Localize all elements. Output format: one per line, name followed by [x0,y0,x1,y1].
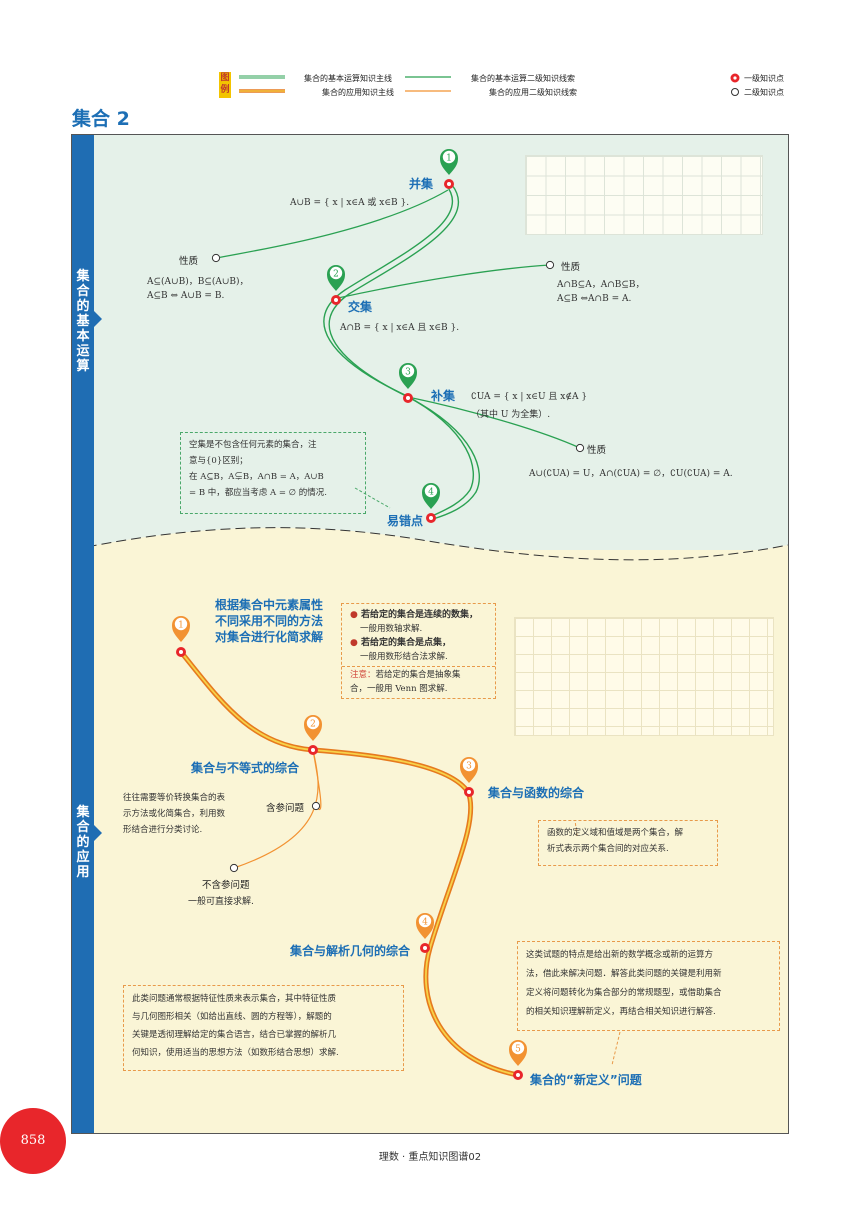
node-pitfall-title: 易错点 [387,514,424,528]
without-param-label: 不含参问题 [202,880,250,891]
pitfall-note-line: 在 A⊆B，A⊊B，A∩B = A，A∪B [189,472,324,482]
footer-text: 理数 · 重点知识图谱02 [378,1152,482,1163]
union-props-label: 性质 [179,256,199,267]
note-grid-bottom [514,617,774,736]
pin-intersection: 2 [327,265,345,305]
pitfall-note-box: 空集是不包含任何元素的集合，注 意与{0}区别； 在 A⊆B，A⊊B，A∩B =… [180,432,366,514]
legend-lines [239,75,451,93]
node-new-def-title: 集合的“新定义”问题 [530,1073,642,1087]
legend-level2: 二级知识点 [744,88,784,97]
node-intersection-title: 交集 [348,300,373,314]
node-complement-title: 补集 [431,389,456,403]
node-geometry-title: 集合与解析几何的综合 [290,944,411,958]
pin-geometry: 4 [416,913,434,953]
legend-main-basic: 集合的基本运算知识主线 [304,74,392,83]
tips-note-label: 注意： [350,670,376,680]
function-note-line: 函数的定义域和值域是两个集合，解 [547,828,684,838]
legend-main-app: 集合的应用知识主线 [322,88,394,97]
legend-second-basic: 集合的基本运算二级知识线索 [471,74,575,83]
svg-text:3: 3 [405,368,411,378]
geometry-note-line: 与几何图形相关（如给出直线、圆的方程等），解题的 [132,1012,332,1022]
tips-b1: 若给定的集合是连续的数集， [361,610,479,620]
inter-props-line2: A⊆B ⇔A∩B = A. [557,294,632,304]
inequality-note-line: 形结合进行分类讨论. [123,825,203,835]
without-param-note: 一般可直接求解. [188,897,254,907]
new-def-note-line: 这类试题的特点是给出新的数学概念或新的运算方 [526,950,714,960]
tips-note-text: 若给定的集合是抽象集 [375,670,461,680]
node-function-title: 集合与函数的综合 [488,786,585,800]
svg-text:1: 1 [446,154,452,164]
legend-markers [730,73,740,96]
note-grid-top [525,155,763,235]
pin-function: 3 [460,757,478,797]
svg-text:4: 4 [428,488,434,498]
pin-complement: 3 [399,363,417,403]
node-simplify-title: 根据集合中元素属性不同采用不同的方法对集合进行化简求解 [215,598,324,644]
page-title: 集合 2 [72,108,130,130]
geometry-note-line: 何知识，使用适当的思想方法（如数形结合思想）求解. [132,1048,339,1058]
inter-props-label: 性质 [561,262,581,273]
new-def-note-box: 这类试题的特点是给出新的数学概念或新的运算方 法，借此来解决问题．解答此类问题的… [517,941,780,1031]
sidebar-arrow-1 [94,311,102,327]
node-inequality-title: 集合与不等式的综合 [191,761,300,775]
sidebar-label-app: 集合的应用 [76,805,90,880]
pin-simplify: 1 [172,616,190,657]
wave-divider [72,527,788,585]
tips-b1-sub: 一般用数轴求解. [360,624,423,634]
inter-props-line1: A∩B⊆A，A∩B⊆B， [557,280,645,290]
node-union-formula: A∪B = { x | x∈A 或 x∈B }. [290,198,410,208]
geometry-note-line: 关键是透彻理解给定的集合语言，结合已掌握的解析几 [132,1030,337,1040]
svg-text:4: 4 [422,918,428,928]
new-def-note-line: 的相关知识理解新定义，再结合相关知识进行解答. [526,1007,716,1017]
page-number: 858 [0,1108,66,1174]
comp-props-line1: A∪(∁UA) = U，A∩(∁UA) = ∅，∁U(∁UA) = A. [529,469,733,479]
pin-union: 1 [440,149,458,189]
union-props-line2: A⊆B ⇔ A∪B = B. [147,291,225,301]
inequality-note-line: 示方法或化简集合，利用数 [123,809,226,819]
sidebar-arrow-2 [94,825,102,841]
with-param-label: 含参问题 [266,803,305,814]
tips-b2-sub: 一般用数形结合法求解. [360,652,448,662]
svg-text:2: 2 [333,270,339,280]
legend-tag: 图例 [219,72,231,98]
svg-text:5: 5 [515,1045,521,1055]
inequality-note: 往往需要等价转换集合的表 示方法或化简集合，利用数 形结合进行分类讨论. [123,790,263,838]
union-props-line1: A⊆(A∪B)，B⊆(A∪B)， [147,277,249,287]
sidebar-label-basic: 集合的基本运算 [76,269,90,374]
function-note-box: 函数的定义域和值域是两个集合，解 析式表示两个集合间的对应关系. [538,820,718,866]
geometry-note-line: 此类问题通常根据特征性质来表示集合，其中特征性质 [132,994,337,1004]
pitfall-note-line: = B 中，都应当考虑 A = ∅ 的情况. [189,488,327,498]
svg-text:3: 3 [466,762,472,772]
pin-inequality: 2 [304,715,322,755]
new-def-note-line: 法，借此来解决问题．解答此类问题的关键是利用新 [526,969,722,979]
pitfall-note-line: 空集是不包含任何元素的集合，注 [189,440,317,450]
pitfall-note-line: 意与{0}区别； [189,456,248,466]
legend-level1: 一级知识点 [744,74,784,83]
mind-map-frame: 集合的基本运算 集合的应用 [71,134,789,1134]
function-note-line: 析式表示两个集合间的对应关系. [547,844,669,854]
new-def-note-line: 定义将问题转化为集合部分的常规题型，或借助集合 [526,988,722,998]
node-complement-formula2: （其中 U 为全集）. [471,410,551,420]
pin-pitfall: 4 [422,483,440,523]
tips-b2: 若给定的集合是点集， [361,638,452,648]
node-intersection-formula: A∩B = { x | x∈A 且 x∈B }. [340,323,460,333]
svg-text:2: 2 [310,720,316,730]
geometry-note-box: 此类问题通常根据特征性质来表示集合，其中特征性质 与几何图形相关（如给出直线、圆… [123,985,404,1071]
tips-note-text2: 合，一般用 Venn 图求解. [350,684,448,694]
comp-props-label: 性质 [587,445,607,456]
inequality-note-line: 往往需要等价转换集合的表 [123,793,226,803]
pin-new-definition: 5 [509,1040,527,1080]
node-union-title: 并集 [409,177,434,191]
node-complement-formula: ∁UA = { x | x∈U 且 x∉A } [471,392,588,402]
tips-box: ● 若给定的集合是连续的数集， 一般用数轴求解. ● 若给定的集合是点集， 一般… [341,603,496,699]
svg-text:1: 1 [178,621,184,631]
legend-second-app: 集合的应用二级知识线索 [489,88,577,97]
sidebar [72,135,94,1133]
